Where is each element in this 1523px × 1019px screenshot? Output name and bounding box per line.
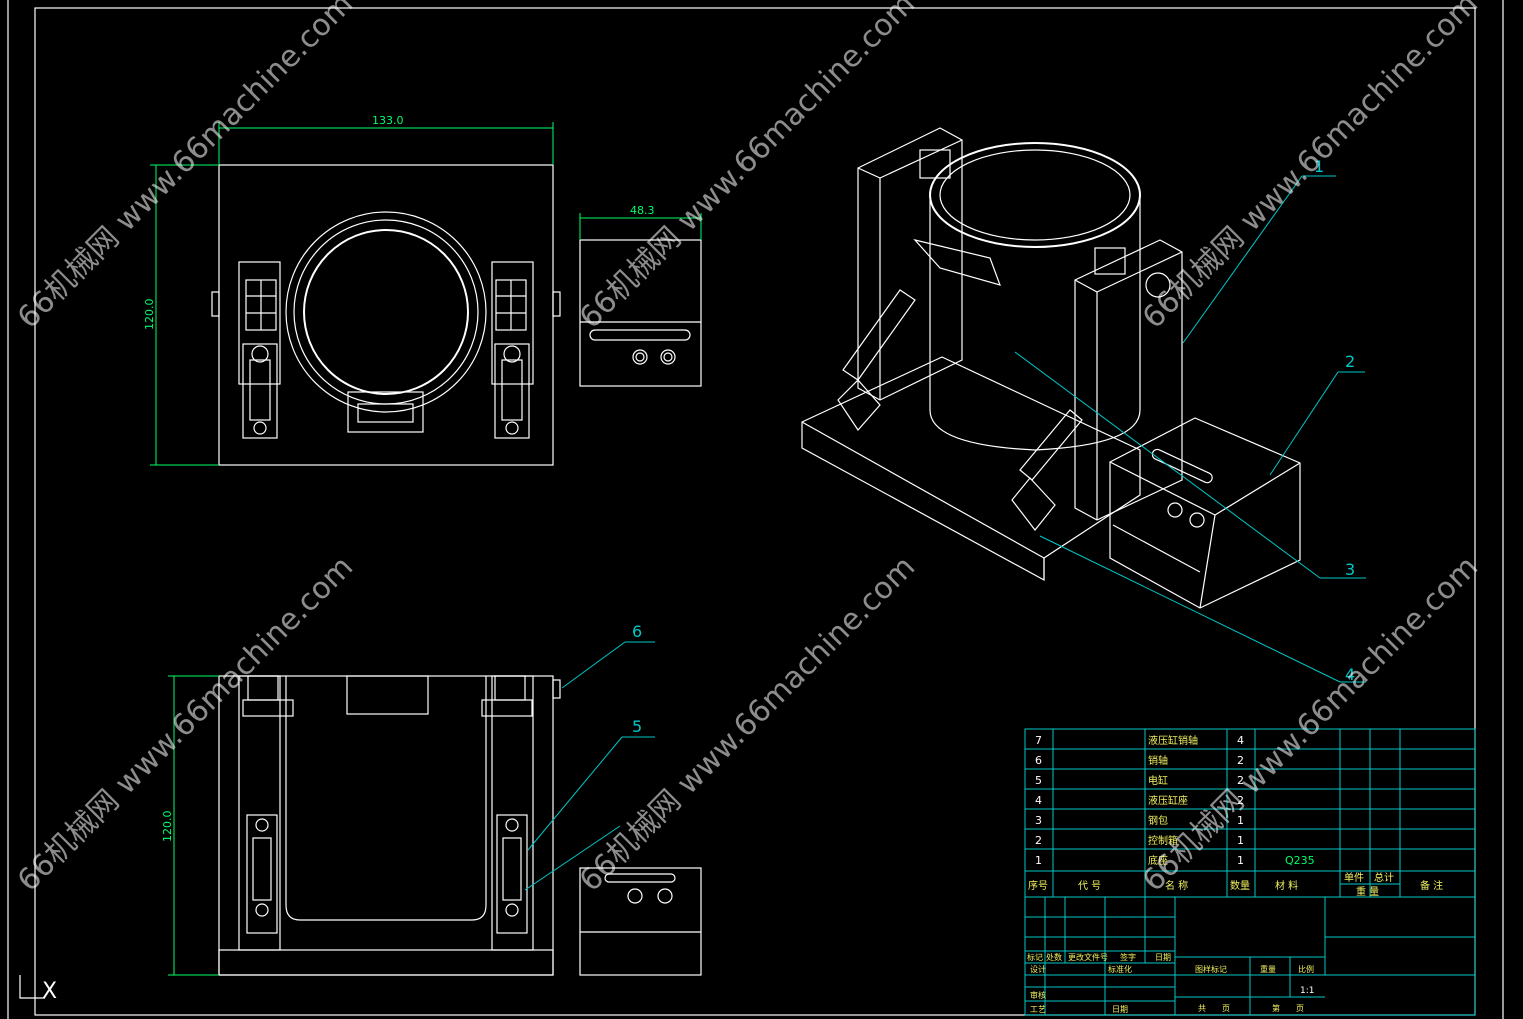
- tb-label-design: 设计: [1030, 964, 1046, 974]
- bom-row-material: Q235: [1285, 854, 1315, 867]
- side-view: [579, 239, 702, 387]
- tb-label-sheets-unit: 页: [1222, 1004, 1230, 1013]
- bom-row-qty: 2: [1237, 794, 1244, 807]
- top-view-dimensions: 133.0 120.0: [143, 114, 554, 466]
- bom-row-seq: 7: [1035, 734, 1042, 747]
- tb-label-date: 日期: [1155, 953, 1171, 962]
- tb-label-approve: 日期: [1112, 1005, 1128, 1014]
- leaders: 1 2 3 4 5 6: [524, 157, 1366, 891]
- bom-header-unit-weight: 单件: [1344, 872, 1364, 884]
- bom-header-note: 备 注: [1420, 879, 1443, 892]
- control-box-front-view: [579, 867, 702, 976]
- tb-label-sheet-no: 第: [1272, 1003, 1280, 1013]
- bom-row-name: 底座: [1148, 854, 1168, 867]
- watermark: 66机械网 www.66machine.com: [11, 549, 360, 898]
- watermarks: 66机械网 www.66machine.com 66机械网 www.66mach…: [11, 0, 1485, 899]
- tb-label-weight: 重量: [1260, 964, 1276, 974]
- bom-row-qty: 4: [1237, 734, 1244, 747]
- isometric-view: [801, 127, 1301, 609]
- bom-header-qty: 数量: [1230, 879, 1250, 892]
- bom-header-total-weight: 总计: [1374, 871, 1394, 884]
- bom-row-seq: 3: [1035, 814, 1042, 827]
- tb-label-scale: 比例: [1298, 964, 1314, 974]
- bom-row-seq: 5: [1035, 774, 1042, 787]
- dim-height-top: 120.0: [143, 299, 156, 331]
- part-tag-4: 4: [1345, 665, 1355, 684]
- bom-header-name: 名 称: [1165, 879, 1188, 892]
- sheet-border: [34, 7, 1476, 1016]
- dim-height-front: 120.0: [161, 811, 174, 843]
- title-block: 标记 处数 更改文件号 签字 日期 设计 标准化 审核 工艺 日期 图样标记 重…: [1024, 896, 1476, 1016]
- watermark: 66机械网 www.66machine.com: [573, 549, 922, 898]
- front-view: [218, 675, 561, 976]
- bom-row-name: 控制箱: [1148, 834, 1178, 847]
- bom-row-qty: 1: [1237, 834, 1244, 847]
- front-view-dimensions: 120.0: [161, 675, 219, 976]
- top-view: [211, 164, 561, 466]
- bom-row-seq: 4: [1035, 794, 1042, 807]
- tb-label-sheets-total: 共: [1198, 1004, 1206, 1013]
- tb-label-count: 处数: [1046, 952, 1062, 962]
- tb-label-sheet-unit: 页: [1296, 1004, 1304, 1013]
- bom-row-qty: 2: [1237, 754, 1244, 767]
- part-tag-2: 2: [1345, 352, 1355, 371]
- ucs-label: X: [42, 979, 57, 1004]
- side-view-dimensions: 48.3: [579, 204, 702, 240]
- part-tag-6: 6: [632, 622, 642, 641]
- tb-scale-value: 1:1: [1300, 986, 1314, 996]
- bom-header-material: 材 料: [1275, 879, 1298, 892]
- bom-row-name: 钢包: [1148, 814, 1168, 827]
- bom-row-name: 液压缸销轴: [1148, 734, 1198, 747]
- bom-row-seq: 2: [1035, 834, 1042, 847]
- bom-header-seq: 序号: [1028, 879, 1048, 892]
- bom-row-qty: 1: [1237, 814, 1244, 827]
- tb-label-sign: 签字: [1120, 952, 1136, 962]
- bom-header-code: 代 号: [1078, 880, 1101, 892]
- tb-label-stage: 图样标记: [1195, 964, 1227, 974]
- dim-width-side: 48.3: [630, 204, 655, 217]
- bom-row-name: 电缸: [1148, 774, 1168, 787]
- bom-row-qty: 1: [1237, 854, 1244, 867]
- tb-label-process: 工艺: [1030, 1005, 1046, 1014]
- bom-row-name: 销轴: [1148, 754, 1168, 767]
- bom-row-name: 液压缸座: [1148, 794, 1188, 807]
- bom-table: 7 液压缸销轴 4 6 销轴 2 5 电缸 2 4 液压缸座 2 3 钢包 1 …: [1024, 728, 1476, 898]
- part-tag-1: 1: [1314, 157, 1324, 176]
- ucs-icon: X: [19, 975, 57, 1004]
- part-tag-3: 3: [1345, 560, 1355, 579]
- tb-label-change-doc: 更改文件号: [1068, 952, 1108, 962]
- watermark: 66机械网 www.66machine.com: [573, 0, 922, 336]
- bom-row-qty: 2: [1237, 774, 1244, 787]
- bom-header-weight: 重 量: [1356, 885, 1379, 898]
- tb-label-review: 审核: [1030, 990, 1046, 1000]
- watermark: 66机械网 www.66machine.com: [1136, 0, 1485, 336]
- tb-label-mark: 标记: [1027, 952, 1043, 962]
- tb-label-standard: 标准化: [1108, 964, 1132, 974]
- dim-width-top: 133.0: [372, 114, 404, 127]
- part-tag-5: 5: [632, 717, 642, 736]
- bom-row-seq: 6: [1035, 754, 1042, 767]
- bom-row-seq: 1: [1035, 854, 1042, 867]
